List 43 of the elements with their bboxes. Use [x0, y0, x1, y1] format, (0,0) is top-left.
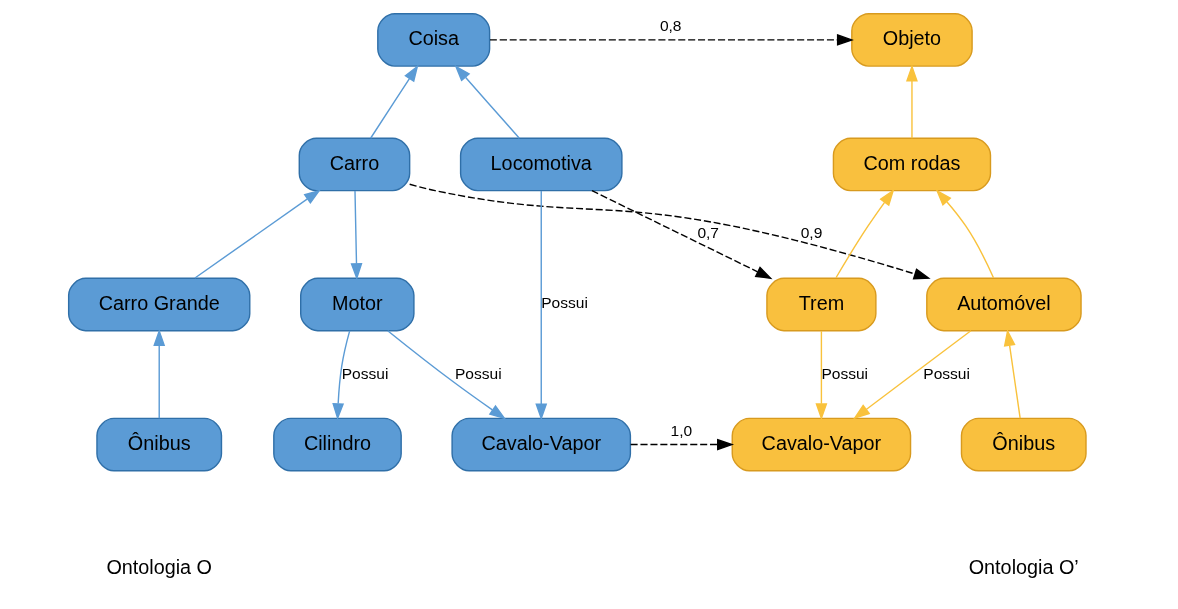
- edge-label: 0,9: [800, 224, 823, 242]
- edge-label: 1,0: [670, 421, 693, 439]
- arrow: [935, 189, 995, 279]
- edge-label: Possui: [454, 364, 502, 382]
- node-box: Automóvel: [926, 277, 1082, 332]
- node-box: Coisa: [377, 13, 491, 67]
- arrow: [489, 33, 854, 46]
- edge-label: Possui: [341, 364, 389, 382]
- node-box: Objeto: [851, 13, 973, 67]
- label: Ontologia O: [106, 556, 213, 579]
- arrow: [332, 330, 351, 421]
- arrow: [408, 183, 931, 280]
- node-box: Carro: [298, 137, 411, 192]
- node-box: Ônibus: [96, 417, 223, 472]
- arrow: [1003, 328, 1021, 419]
- arrow: [387, 330, 507, 420]
- arrow: [350, 190, 363, 281]
- arrow: [454, 64, 521, 139]
- arrow: [629, 438, 734, 451]
- arrow: [853, 330, 972, 420]
- arrow: [369, 64, 419, 139]
- node-box: Cavalo-Vapor: [731, 417, 912, 472]
- node-box: Cilindro: [273, 417, 402, 472]
- edge-label: Possui: [923, 364, 970, 382]
- node-box: Trem: [766, 277, 877, 332]
- node-box: Cavalo-Vapor: [451, 417, 632, 472]
- node-box: Ônibus: [960, 417, 1087, 472]
- node-box: Com rodas: [832, 137, 992, 192]
- edge-label: 0,7: [697, 224, 720, 242]
- arrow: [815, 330, 828, 421]
- node-box: Carro Grande: [67, 277, 251, 332]
- arrow: [835, 188, 895, 279]
- arrow: [535, 190, 548, 421]
- edge-label: 0,8: [659, 17, 682, 35]
- arrow: [153, 328, 166, 419]
- edge-label: Possui: [821, 364, 869, 382]
- label: Ontologia O’: [968, 556, 1079, 579]
- arrow: [906, 64, 918, 139]
- arrow: [591, 190, 773, 280]
- arrow: [194, 189, 321, 279]
- node-box: Motor: [300, 277, 415, 332]
- node-box: Locomotiva: [459, 137, 623, 192]
- edge-label: Possui: [541, 294, 588, 312]
